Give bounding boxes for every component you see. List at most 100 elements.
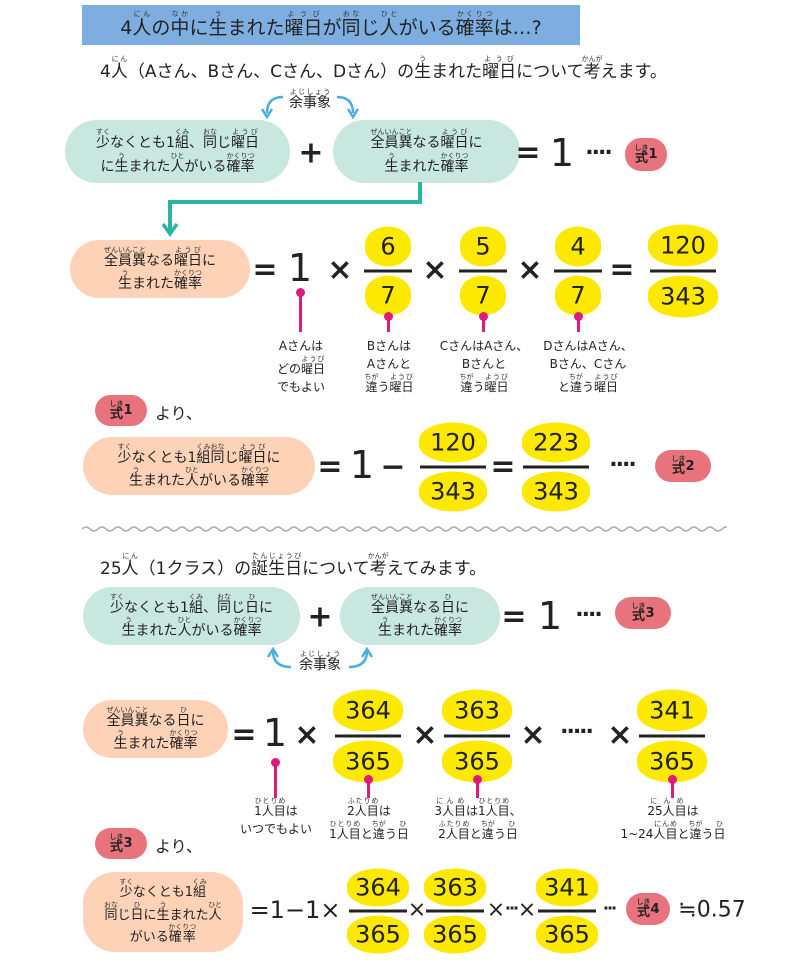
one: 1 xyxy=(537,594,563,638)
pill-line: 生うまれた確率かくりつ xyxy=(377,616,463,639)
pointer-pin xyxy=(473,775,482,798)
numerator: 363 xyxy=(424,868,486,907)
denominator: 365 xyxy=(536,915,598,954)
pill-line: がいる確率かくりつ xyxy=(129,923,197,946)
note-person-3: 3人目にんめは1人目ひとりめ、2人目ふたりめと違ちがう日ひ xyxy=(434,797,521,843)
times-sign: × xyxy=(486,897,506,923)
equals-sign: = xyxy=(609,252,635,288)
ellipsis: ···· xyxy=(575,602,602,628)
numerator: 341 xyxy=(536,868,598,907)
numerator: 364 xyxy=(347,868,409,907)
times-sign: × xyxy=(520,717,546,753)
note-person-c: CさんはAさん、 Bさんと違ちがう曜日ようび xyxy=(440,337,529,396)
note-line: Bさんは xyxy=(366,339,412,353)
note-line: DさんはAさん、 xyxy=(543,339,633,353)
note-person-d: DさんはAさん、 Bさん、Cさんと違ちがう曜日ようび xyxy=(543,337,632,396)
denominator: 343 xyxy=(522,471,590,512)
numerator: 223 xyxy=(522,422,590,463)
equals-sign: = xyxy=(252,252,278,288)
times-sign: × xyxy=(517,897,537,923)
note-line: 1~24人目にんめと違ちがう日ひ xyxy=(620,820,726,841)
note-line: 違ちがう曜日ようび xyxy=(364,373,414,394)
approx-result: ≒0.57 xyxy=(678,897,746,923)
pointer-pin xyxy=(364,775,373,798)
note-line: と違ちがう曜日ようび xyxy=(557,373,619,394)
note-line: 違ちがう曜日ようび xyxy=(459,373,509,394)
equals-sign: = xyxy=(231,717,257,753)
denominator: 365 xyxy=(424,915,486,954)
fraction-line xyxy=(459,269,507,273)
one: 1 xyxy=(549,131,575,175)
pill-line: 少すくなくとも1組くみ、同おなじ日ひに xyxy=(110,592,273,616)
ellipsis: ··· xyxy=(602,898,617,918)
pill-line: に生うまれた人ひとがいる確率かくりつ xyxy=(100,151,255,175)
result-prefix: =1−1× xyxy=(249,896,341,924)
pill-result-day: 少すくなくとも1組くみ同おなじ日ひに生うまれた人ひとがいる確率かくりつ xyxy=(83,872,243,952)
pill-line: 全員異ぜんいんことなる曜日ようびに xyxy=(370,128,483,152)
pill-line: 少すくなくとも1組くみ同おなじ曜日ようびに xyxy=(117,442,281,466)
complement-arrows-icon xyxy=(260,95,360,120)
times-sign: × xyxy=(607,717,633,753)
note-line: 25人目にんめは xyxy=(647,797,699,818)
wavy-divider xyxy=(82,526,727,532)
pill-all-different-weekday-2: 全員異ぜんいんことなる曜日ようびに生うまれた確率かくりつ xyxy=(70,240,250,298)
numerator: 120 xyxy=(648,224,718,267)
pill-line: 生うまれた人ひとがいる確率かくりつ xyxy=(128,466,270,489)
times-sign: × xyxy=(412,717,438,753)
complement-label: 余事象よじしょう xyxy=(299,650,341,673)
numerator: 6 xyxy=(365,226,411,267)
numerator: 4 xyxy=(555,226,601,267)
denominator: 7 xyxy=(460,275,506,316)
pill-line: 全員異ぜんいんことなる日ひに xyxy=(106,705,205,729)
pill-line: 生うまれた確率かくりつ xyxy=(117,269,203,292)
plus-sign: + xyxy=(307,599,333,635)
note-line: Bさん、Cさん xyxy=(549,357,627,371)
note-person-1: 1人目ひとりめはいつでもよい xyxy=(240,797,312,838)
note-line: どの曜日ようび xyxy=(276,355,326,376)
fraction-line xyxy=(364,269,412,273)
numerator: 363 xyxy=(442,689,512,732)
note-line: CさんはAさん、 xyxy=(439,339,529,353)
pill-at-least-one-pair-day: 少すくなくとも1組くみ、同おなじ日ひに生うまれた人ひとがいる確率かくりつ xyxy=(83,587,300,645)
pill-all-different-day-2: 全員異ぜんいんことなる日ひに生うまれた確率かくりつ xyxy=(83,700,228,758)
connector-arrow-icon xyxy=(161,182,422,238)
fraction-line xyxy=(444,734,510,738)
title-text: 4人にんの中なかに生うまれた曜日ようびが同おなじ人ひとがいる確率かくりつは…? xyxy=(120,10,542,39)
complement-label: 余事象よじしょう xyxy=(289,88,331,111)
pointer-pin xyxy=(479,312,488,332)
fraction-line xyxy=(538,909,596,913)
denominator: 7 xyxy=(365,275,411,316)
note-line: 1人目ひとりめと違ちがう日ひ xyxy=(329,820,409,841)
fraction-line xyxy=(523,465,589,469)
times-sign: × xyxy=(407,897,427,923)
pill-line: 同おなじ日ひに生うまれた人ひと xyxy=(104,900,222,923)
ellipsis: ··· xyxy=(504,898,519,918)
note-line: 1人目ひとりめは xyxy=(254,797,298,818)
equals-sign: = xyxy=(317,449,343,485)
denominator: 365 xyxy=(347,915,409,954)
note-line: Bさんと xyxy=(461,357,507,371)
pill-line: 生うまれた確率かくりつ xyxy=(384,151,469,175)
ellipsis: ···· xyxy=(585,140,612,166)
numerator: 341 xyxy=(637,689,707,732)
pill-all-different-weekday: 全員異ぜんいんことなる曜日ようびに生うまれた確率かくりつ xyxy=(333,120,520,183)
pill-all-different-day: 全員異ぜんいんことなる日ひに生うまれた確率かくりつ xyxy=(340,587,500,645)
one: 1 xyxy=(262,711,288,755)
fraction-line xyxy=(554,269,602,273)
one: 1 xyxy=(287,246,313,290)
